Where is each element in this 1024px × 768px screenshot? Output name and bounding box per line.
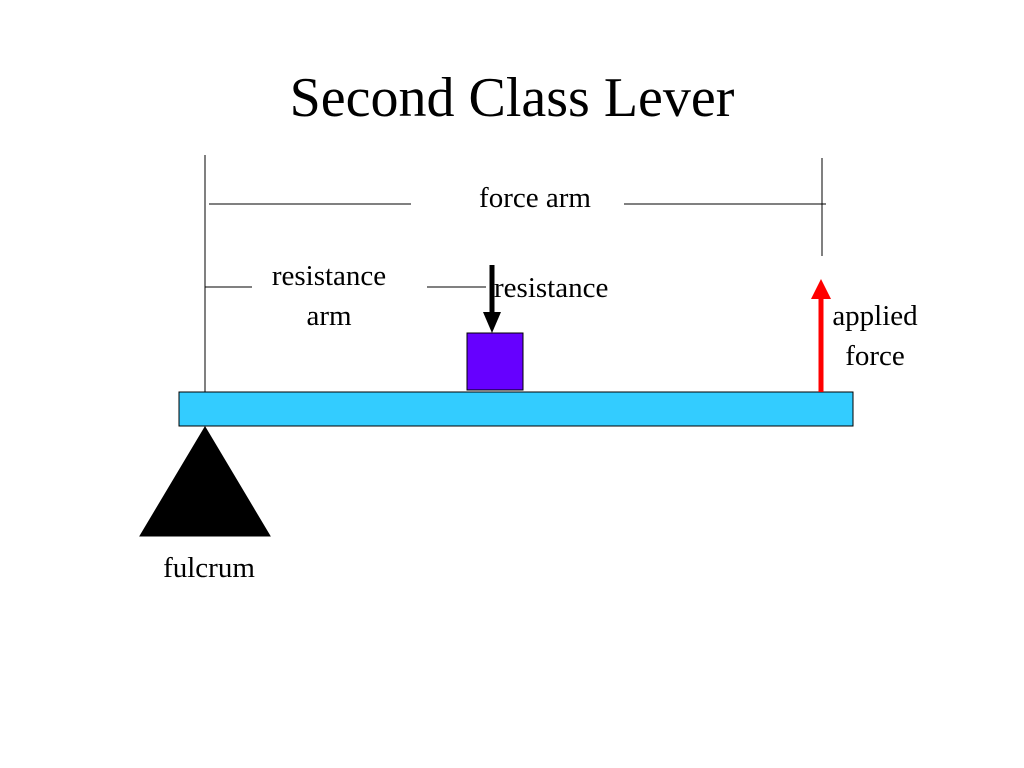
fulcrum-triangle (139, 426, 271, 537)
resistance-arm-label-line1: resistance (271, 260, 387, 292)
applied-force-label-line1: applied (832, 300, 918, 332)
applied-force-arrow-head (811, 279, 831, 299)
applied-force-label: applied force (812, 296, 938, 376)
resistance-label: resistance (494, 272, 609, 304)
force-arm-label: force arm (479, 182, 591, 214)
resistance-arrow-head (483, 312, 501, 333)
lever-bar (178, 391, 854, 427)
fulcrum-label: fulcrum (163, 552, 255, 584)
resistance-arm-label: resistance arm (244, 256, 414, 336)
resistance-arm-label-line2: arm (306, 300, 352, 332)
slide-title: Second Class Lever (289, 67, 735, 129)
resistance-block (466, 332, 524, 391)
applied-force-label-line2: force (845, 340, 905, 372)
